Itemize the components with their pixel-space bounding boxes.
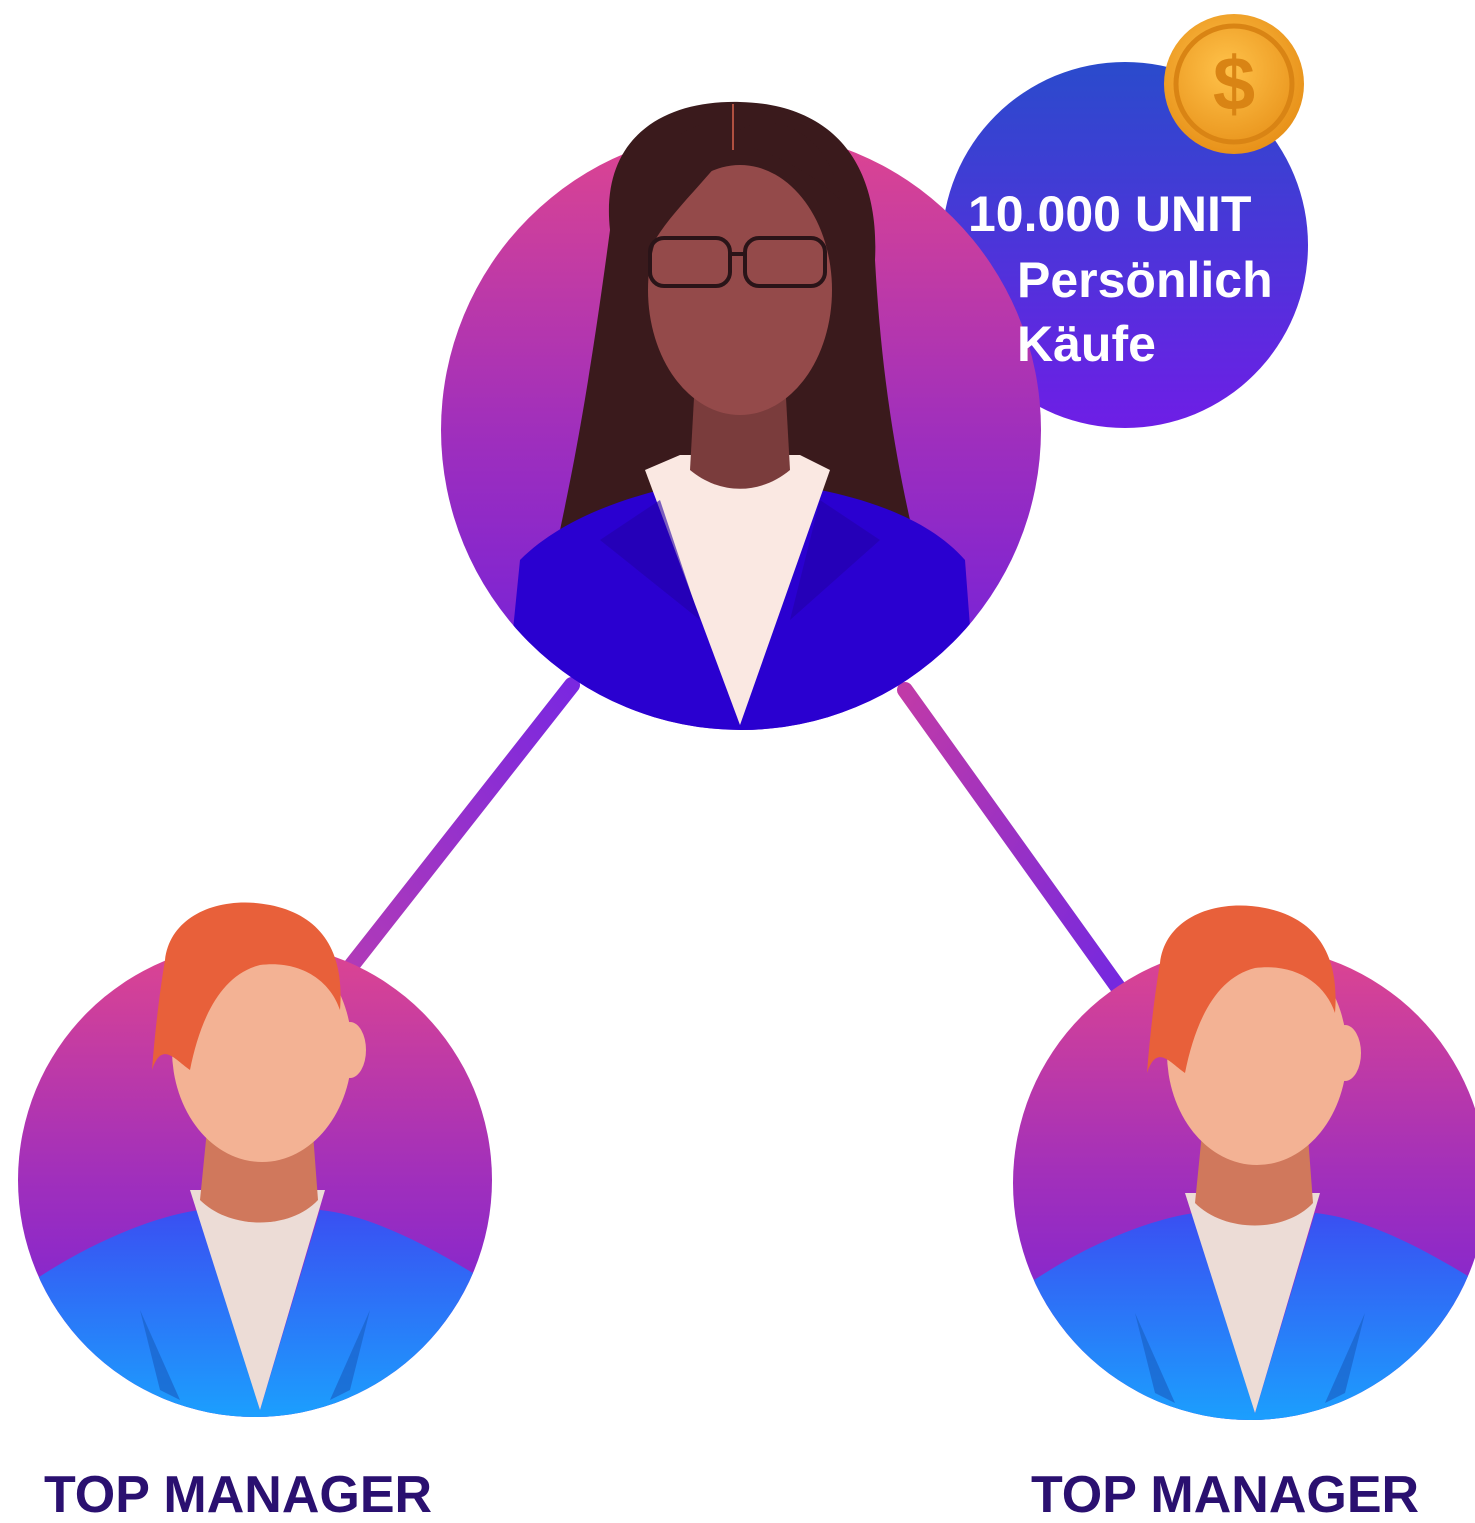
svg-text:$: $: [1213, 42, 1255, 127]
connector-right: [897, 682, 1128, 998]
right-node-avatar: [1013, 905, 1475, 1420]
right-node-label: TOP MANAGER: [1030, 1466, 1420, 1523]
badge-circle: [942, 62, 1308, 428]
dollar-coin-icon: $: [1164, 14, 1304, 154]
badge-units-text: 10.000 UNIT: [968, 186, 1252, 242]
left-node-avatar: [18, 902, 492, 1417]
left-node-label: TOP MANAGER: [43, 1466, 433, 1523]
connector-left: [344, 677, 580, 973]
badge-purchases-text: Käufe: [1017, 316, 1156, 372]
top-node-avatar: [441, 101, 1041, 730]
badge-personal-text: Persönlich: [1017, 252, 1273, 308]
